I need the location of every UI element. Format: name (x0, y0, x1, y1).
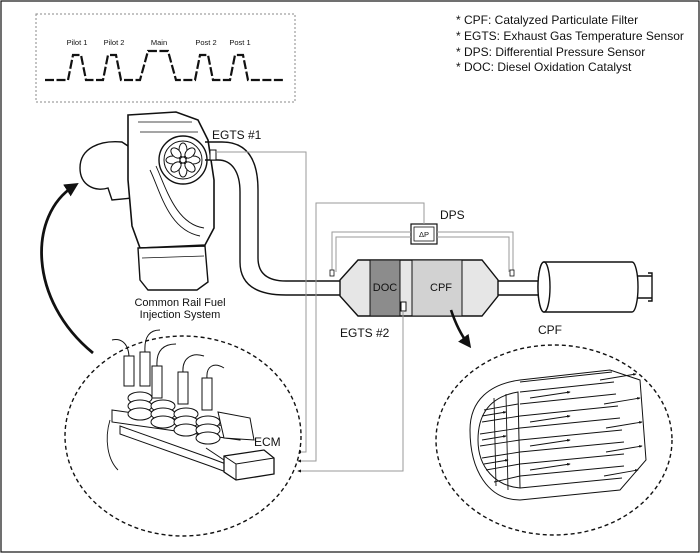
ecm-unit (223, 449, 275, 481)
cpf-detail-arrow (449, 309, 472, 349)
egts1-sensor (209, 149, 217, 161)
high-pressure-pump (217, 411, 255, 441)
doc-label: DOC (373, 282, 398, 294)
cpf-honeycomb-cutaway (469, 369, 647, 501)
engine-label-line2: Injection System (140, 309, 221, 321)
legend-item-egts: * EGTS: Exhaust Gas Temperature Sensor (456, 29, 684, 43)
dps-wire (297, 202, 425, 463)
exhaust-pipe-upper-wall (205, 141, 340, 282)
fuel-lines (111, 329, 225, 379)
oil-pan (137, 245, 209, 291)
egts1-label: EGTS #1 (212, 128, 262, 142)
aftertreatment-canister: DOC CPF (339, 259, 499, 317)
egts2-label: EGTS #2 (340, 326, 390, 340)
engine-label-line1: Common Rail Fuel (134, 297, 225, 309)
injectors (123, 351, 221, 445)
tailpipe-outlet (648, 272, 653, 302)
pulse-label-main: Main (151, 38, 167, 47)
cpf-detail-label: CPF (538, 323, 562, 337)
egts2-wire (297, 311, 404, 473)
cpf-label: CPF (430, 282, 452, 294)
dps-downstream-line (437, 231, 514, 272)
doc-section (369, 259, 401, 317)
exhaust-pipe-lower-wall (205, 159, 340, 296)
legend-item-cpf: * CPF: Catalyzed Particulate Filter (456, 13, 638, 27)
cpf-section (411, 259, 463, 317)
cpf-channels (519, 371, 625, 489)
egts1-wire (216, 151, 307, 454)
legend: * CPF: Catalyzed Particulate Filter * EG… (456, 13, 684, 74)
legend-item-doc: * DOC: Diesel Oxidation Catalyst (456, 60, 632, 74)
inset-border (35, 13, 296, 103)
muffler (537, 261, 652, 313)
fuel-system-to-engine-arrow (40, 183, 94, 355)
tailpipe-inlet (498, 280, 540, 296)
ecm-label: ECM (254, 435, 281, 449)
intake-manifold (79, 141, 135, 201)
differential-pressure-sensor: ΔP DPS (329, 208, 515, 277)
sensor-wiring (216, 151, 425, 473)
injection-pulse-trace (45, 49, 285, 82)
dps-symbol: ΔP (419, 230, 429, 239)
pulse-label-pilot2: Pilot 2 (104, 38, 125, 47)
dps-label: DPS (440, 208, 465, 222)
turbo-vanes (165, 142, 201, 178)
cpf-detail: CPF (435, 323, 673, 536)
pulse-label-post2: Post 2 (195, 38, 216, 47)
egts2-sensor (400, 301, 407, 312)
pulse-label-post1: Post 1 (229, 38, 250, 47)
exhaust-pipe (205, 141, 653, 302)
muffler-front-cap (537, 261, 551, 313)
cpf-flow-arrows (481, 373, 643, 477)
pulse-label-pilot1: Pilot 1 (67, 38, 88, 47)
muffler-body (537, 261, 639, 313)
dps-upstream-line (331, 231, 411, 272)
legend-item-dps: * DPS: Differential Pressure Sensor (456, 45, 645, 59)
injection-timing-inset: Pilot 1 Pilot 2 Main Post 2 Post 1 (35, 13, 296, 103)
diesel-engine (79, 111, 215, 291)
fuel-system-detail: ECM (64, 329, 302, 537)
